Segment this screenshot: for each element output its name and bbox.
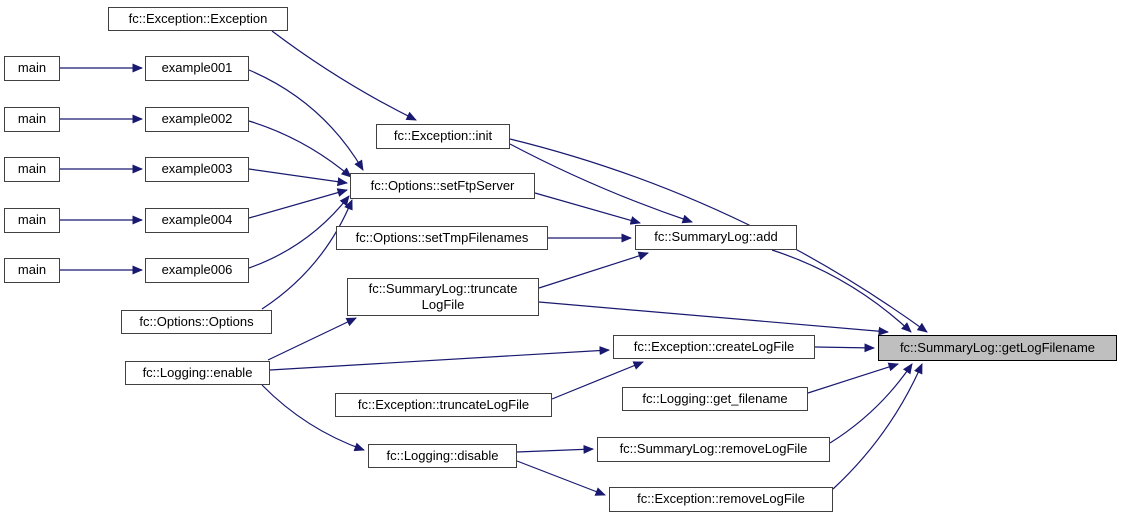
node-options-options[interactable]: fc::Options::Options xyxy=(121,310,272,334)
edge-exception-init-to-summarylog-add xyxy=(509,143,693,224)
edge-options-setftpserver-to-summarylog-add xyxy=(534,192,641,225)
edge-exception-truncatelogfile-to-exception-createlogfile xyxy=(551,361,644,400)
edge-summarylog-truncatelogfile-to-summarylog-getlogfilename xyxy=(538,301,889,336)
node-example004[interactable]: example004 xyxy=(145,208,249,233)
edge-exception-createlogfile-to-summarylog-getlogfilename xyxy=(814,343,875,353)
edge-example006-to-options-setftpserver xyxy=(248,195,350,269)
node-summarylog-truncatelogfile[interactable]: fc::SummaryLog::truncate LogFile xyxy=(347,278,539,316)
node-exception-createlogfile[interactable]: fc::Exception::createLogFile xyxy=(613,335,815,359)
node-options-setftpserver[interactable]: fc::Options::setFtpServer xyxy=(350,173,535,199)
edge-summarylog-truncatelogfile-to-summarylog-add xyxy=(538,251,649,289)
edge-exception-init-to-summarylog-getlogfilename xyxy=(509,138,928,333)
edge-exception-removelogfile-to-summarylog-getlogfilename xyxy=(832,363,923,490)
node-exception-removelogfile[interactable]: fc::Exception::removeLogFile xyxy=(609,487,833,512)
node-main-2[interactable]: main xyxy=(4,107,60,132)
edge-logging-getfilename-to-summarylog-getlogfilename xyxy=(807,362,899,394)
node-exception-init[interactable]: fc::Exception::init xyxy=(376,124,510,149)
edge-logging-enable-to-exception-createlogfile xyxy=(269,346,610,371)
edge-logging-disable-to-exception-removelogfile xyxy=(516,460,606,496)
edge-example001-to-options-setftpserver xyxy=(248,69,364,171)
node-main-5[interactable]: main xyxy=(4,258,60,283)
node-main-4[interactable]: main xyxy=(4,208,60,233)
node-main-3[interactable]: main xyxy=(4,157,60,182)
node-logging-disable[interactable]: fc::Logging::disable xyxy=(368,444,517,468)
edge-summarylog-removelogfile-to-summarylog-getlogfilename xyxy=(829,363,913,444)
node-example003[interactable]: example003 xyxy=(145,157,249,182)
node-summarylog-removelogfile[interactable]: fc::SummaryLog::removeLogFile xyxy=(597,437,830,462)
node-logging-getfilename[interactable]: fc::Logging::get_filename xyxy=(622,387,808,411)
node-exception-truncatelogfile[interactable]: fc::Exception::truncateLogFile xyxy=(335,393,552,417)
node-example006[interactable]: example006 xyxy=(145,258,249,283)
edge-logging-enable-to-logging-disable xyxy=(261,384,365,452)
edge-exception-exception-to-exception-init xyxy=(271,30,417,121)
edge-summarylog-add-to-summarylog-getlogfilename xyxy=(771,249,912,333)
node-main-1[interactable]: main xyxy=(4,56,60,81)
edge-example003-to-options-setftpserver xyxy=(248,168,348,187)
node-example001[interactable]: example001 xyxy=(145,56,249,81)
node-exception-exception[interactable]: fc::Exception::Exception xyxy=(108,7,288,31)
node-logging-enable[interactable]: fc::Logging::enable xyxy=(125,361,270,385)
node-example002[interactable]: example002 xyxy=(145,107,249,132)
node-options-settmpfilenames[interactable]: fc::Options::setTmpFilenames xyxy=(336,226,548,250)
node-summarylog-getlogfilename[interactable]: fc::SummaryLog::getLogFilename xyxy=(878,335,1117,361)
node-summarylog-add[interactable]: fc::SummaryLog::add xyxy=(635,225,797,250)
edge-example004-to-options-setftpserver xyxy=(248,188,348,219)
edge-logging-disable-to-summarylog-removelogfile xyxy=(516,444,594,454)
edge-example002-to-options-setftpserver xyxy=(248,120,352,178)
edge-logging-enable-to-summarylog-truncatelogfile xyxy=(267,317,357,361)
edge-options-options-to-options-setftpserver xyxy=(261,199,353,310)
